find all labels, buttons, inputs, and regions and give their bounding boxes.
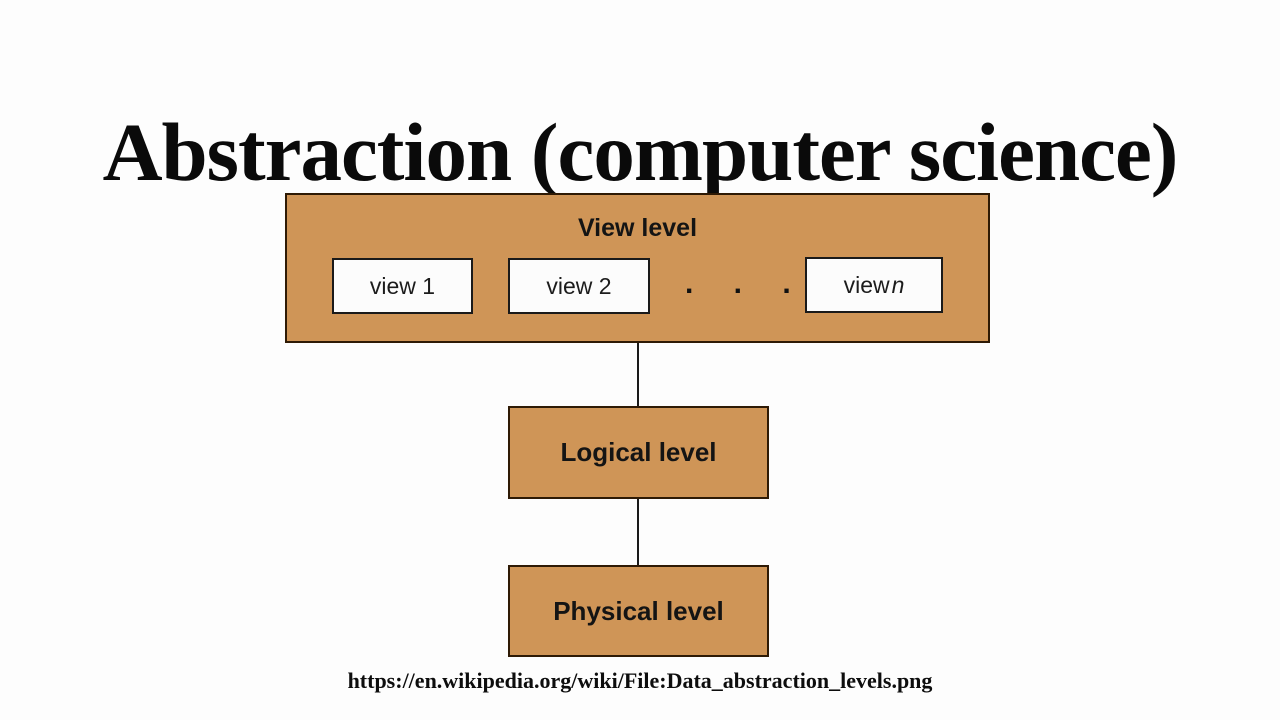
- connector-logical-to-physical: [637, 499, 639, 565]
- physical-level-box: Physical level: [508, 565, 769, 657]
- page-title: Abstraction (computer science): [102, 105, 1179, 198]
- view-level-label: View level: [577, 214, 698, 242]
- view-2-label: view 2: [546, 272, 612, 299]
- view-level-box: View level view 1 view 2 . . . view n: [285, 193, 990, 343]
- view-1-box: view 1: [332, 258, 473, 314]
- view-1-label: view 1: [369, 272, 436, 299]
- source-url-text: https://en.wikipedia.org/wiki/File:Data_…: [347, 668, 933, 693]
- ellipsis-dots: . . .: [685, 267, 807, 300]
- view-n-label-italic: n: [891, 271, 905, 298]
- physical-level-label: Physical level: [553, 595, 724, 626]
- logical-level-label: Logical level: [560, 437, 717, 467]
- view-n-box: view n: [805, 257, 943, 313]
- logical-level-box: Logical level: [508, 406, 769, 499]
- view-n-label: view: [843, 271, 890, 298]
- view-2-box: view 2: [508, 258, 650, 314]
- connector-view-to-logical: [637, 343, 639, 406]
